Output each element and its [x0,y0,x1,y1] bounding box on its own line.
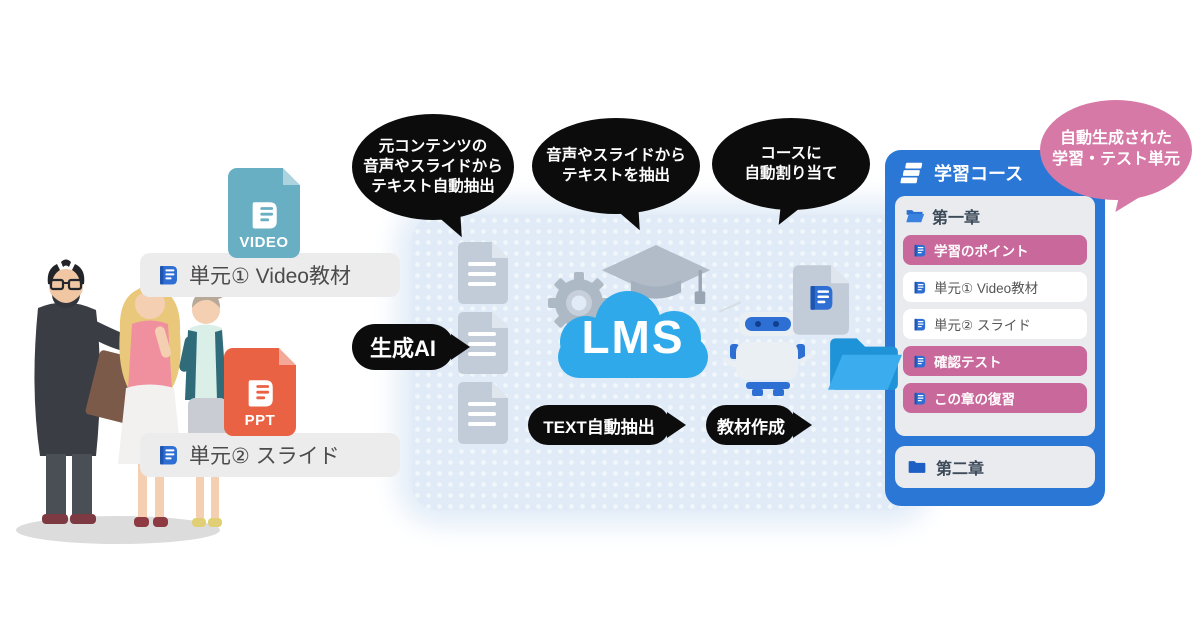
robot-shoulder [730,344,739,359]
material-document-icon [793,265,849,335]
bubble-line: 自動割り当て [744,165,838,182]
course-item-unit2: 単元② スライド [903,309,1087,339]
ppt-badge: PPT [244,412,276,429]
book-icon [914,355,926,367]
auto-generated-callout: 自動生成された 学習・テスト単元 [1040,100,1192,219]
book-icon [252,202,277,229]
ppt-file-icon: PPT [224,348,296,436]
book-icon [914,318,926,330]
book-icon [914,281,926,293]
course-folder-icon [828,338,902,390]
bubble-tail [1107,185,1141,219]
floor-shadow [16,516,220,544]
robot-shoulder [796,344,805,359]
open-folder-icon [906,210,925,223]
gear-icon [548,272,610,334]
course-item-label: 単元② スライド [934,318,1031,333]
bubble-line: 音声やスライドから [363,157,503,175]
unit1-label: 単元① Video教材 [189,265,351,288]
speech-bubble-source-extract: 元コンテンツの 音声やスライドから テキスト自動抽出 [352,114,514,242]
robot-eye [773,321,779,327]
text-extract-text: TEXT自動抽出 [543,417,655,437]
robot-visor [745,317,791,331]
bubble-line: テキスト自動抽出 [371,178,495,196]
course-item-chapter-review: この章の復習 [903,383,1087,413]
robot-base [746,382,790,389]
course-item-label: 学習のポイント [934,244,1029,259]
book-icon [160,266,177,285]
book-icon [160,446,177,465]
chapter1-row: 第一章 [903,202,1087,235]
course-panel: 学習コース 第一章 学習のポイント 単元① Video教材 単元② スライド [885,150,1105,506]
bubble-line: 自動生成された [1059,130,1172,148]
unit2-label-pill: 単元② スライド [140,433,400,477]
speech-bubble-text-extract: 音声やスライドから テキストを抽出 [532,118,700,235]
gen-ai-arrow-label: 生成AI [352,324,454,370]
graduation-cap-icon [601,245,711,304]
robot-foot [752,389,763,396]
robot-eye [755,321,761,327]
books-stack-icon [900,162,923,184]
course-item-label: 単元① Video教材 [934,281,1039,296]
lms-label: LMS [581,311,685,363]
closed-folder-icon [908,461,926,473]
course-item-unit1: 単元① Video教材 [903,272,1087,302]
course-panel-header: 学習コース [885,150,1105,196]
document-icon [458,382,508,444]
unit2-label: 単元② スライド [189,445,340,468]
folded-corner [283,168,300,185]
bubble-line: テキストを抽出 [561,167,671,184]
people-illustration [16,259,227,544]
book-icon [248,380,273,407]
folded-corner [279,348,296,365]
material-create-text: 教材作成 [717,417,785,437]
robot-body [736,342,798,380]
chapter1-section: 第一章 学習のポイント 単元① Video教材 単元② スライド 確認テスト こ… [895,196,1095,436]
gen-ai-text: 生成AI [369,336,436,361]
speech-bubble-auto-assign: コースに 自動割り当て [712,118,870,231]
course-panel-title: 学習コース [934,164,1024,184]
material-create-arrow-label: 教材作成 [706,405,796,445]
course-item-learning-points: 学習のポイント [903,235,1087,265]
course-item-label: この章の復習 [934,392,1015,407]
robot-icon [718,298,816,398]
document-icon [458,242,508,304]
unit1-label-pill: 単元① Video教材 [140,253,400,297]
cloud-icon [558,291,708,378]
book-icon [914,244,926,256]
chapter2-row: 第二章 [895,446,1095,488]
book-icon [914,392,926,404]
robot-head [739,312,797,336]
chapter2-label: 第二章 [936,461,985,478]
chapter1-label: 第一章 [932,210,981,227]
bubble-line: コースに [760,144,822,162]
bubble-line: 音声やスライドから [546,146,686,164]
bubble-line: 元コンテンツの [378,137,488,155]
video-file-icon: VIDEO [228,168,300,258]
video-badge: VIDEO [239,234,289,251]
course-item-label: 確認テスト [934,355,1002,370]
course-item-confirm-test: 確認テスト [903,346,1087,376]
bubble-line: 学習・テスト単元 [1051,151,1180,168]
robot-foot [773,389,784,396]
text-extract-arrow-label: TEXT自動抽出 [528,405,670,445]
